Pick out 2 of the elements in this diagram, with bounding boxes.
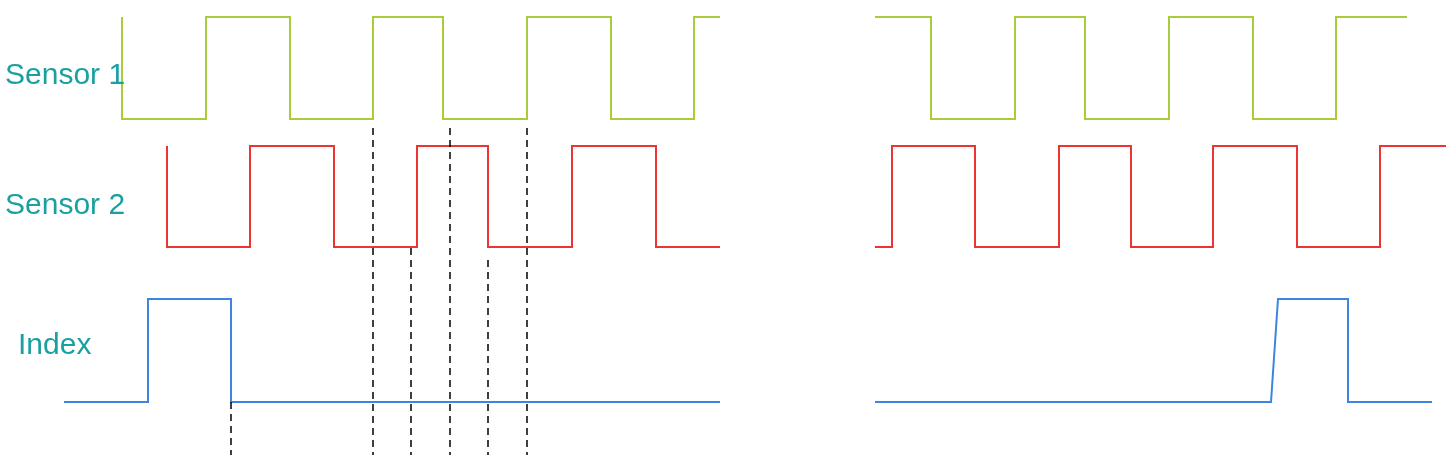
signal-label: Sensor 2 [5, 186, 126, 222]
signal-label: Index [18, 326, 92, 362]
